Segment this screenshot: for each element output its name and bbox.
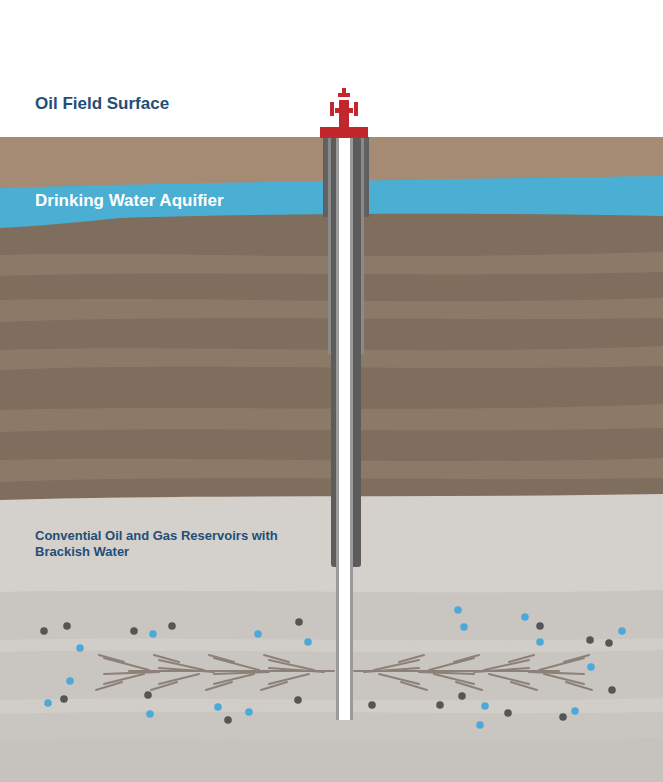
- shale-stripe: [0, 698, 663, 714]
- shale-stripe: [0, 638, 663, 652]
- shale-stripe: [0, 738, 663, 782]
- band-label: Convential Oil and Gas Reservoirs with B…: [35, 528, 310, 561]
- wellhead: [320, 88, 368, 138]
- band-label: Drinking Water Aquifier: [35, 190, 315, 211]
- sky: [0, 0, 663, 140]
- shale-layer: [0, 590, 663, 782]
- band-label: Oil Field Surface: [35, 93, 295, 114]
- aquifer-band-label: Drinking Water Aquifier: [35, 190, 315, 211]
- reservoir-band-label: Convential Oil and Gas Reservoirs with B…: [35, 528, 310, 561]
- surface-band-label: Oil Field Surface: [35, 93, 295, 114]
- tubing-edge: [336, 137, 353, 720]
- oil-and-water-dots: [40, 606, 626, 729]
- tubing: [339, 137, 350, 720]
